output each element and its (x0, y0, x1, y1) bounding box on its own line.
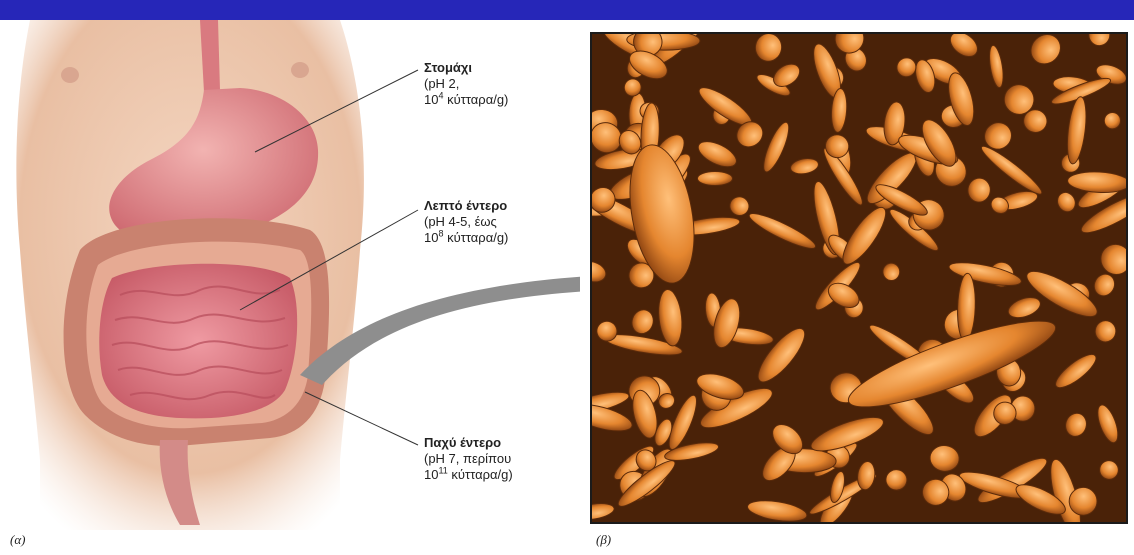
large-intestine-label: Παχύ έντερο (pH 7, περίπου 1011 κύτταρα/… (424, 435, 513, 483)
bacteria-micrograph (592, 34, 1126, 522)
large-intestine-cell-count: 1011 κύτταρα/g) (424, 467, 513, 483)
bacterium (1104, 112, 1121, 129)
small-intestine-title: Λεπτό έντερο (424, 198, 508, 214)
nipple-left (61, 67, 79, 83)
stomach-label: Στομάχι (pH 2, 104 κύτταρα/g) (424, 60, 508, 108)
caption-a: (α) (10, 532, 25, 548)
stomach-title: Στομάχι (424, 60, 508, 76)
large-intestine-title: Παχύ έντερο (424, 435, 513, 451)
large-intestine-ph: (pH 7, περίπου (424, 451, 513, 467)
stomach-cell-count: 104 κύτταρα/g) (424, 92, 508, 108)
top-banner (0, 0, 1134, 20)
bacterium (697, 172, 732, 186)
small-intestine-ph: (pH 4-5, έως (424, 214, 508, 230)
small-intestine-label: Λεπτό έντερο (pH 4-5, έως 108 κύτταρα/g) (424, 198, 508, 246)
caption-b: (β) (596, 532, 611, 548)
panel-b-micrograph (590, 32, 1128, 524)
small-intestine (99, 264, 297, 419)
stomach-ph: (pH 2, (424, 76, 508, 92)
nipple-right (291, 62, 309, 78)
panel-a-illustration: Στομάχι (pH 2, 104 κύτταρα/g) Λεπτό έντε… (0, 20, 580, 550)
small-intestine-cell-count: 108 κύτταρα/g) (424, 230, 508, 246)
